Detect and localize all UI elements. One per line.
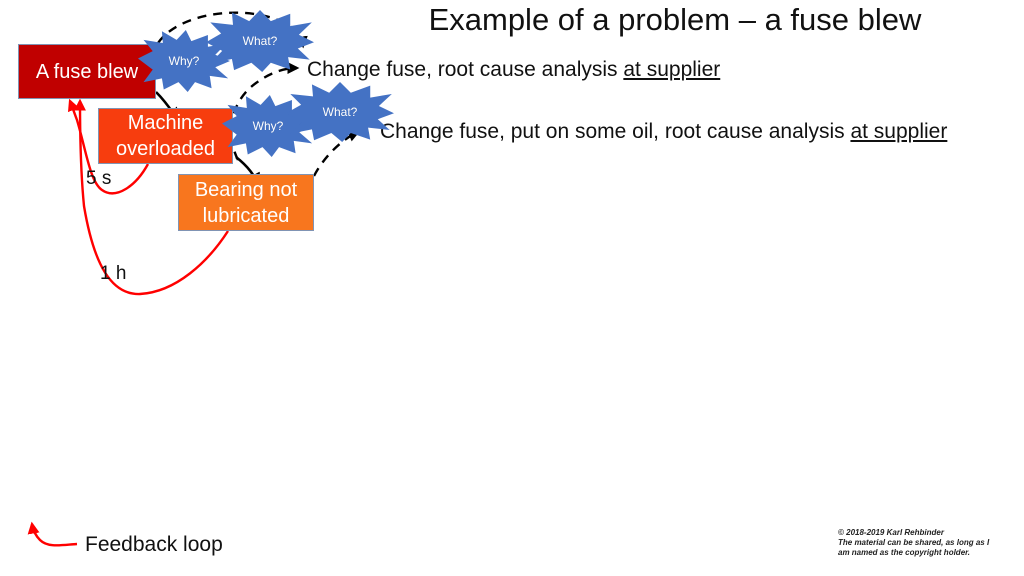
action-text-1: Change fuse, root cause analysis at supp… <box>307 57 720 83</box>
copyright-line-1: © 2018-2019 Karl Rehbinder <box>838 528 944 537</box>
cause-box-machine-overloaded[interactable]: Machine overloaded <box>98 108 233 164</box>
feedback-loop-label-1h: 1 h <box>100 263 127 284</box>
legend-label: Feedback loop <box>85 533 223 556</box>
starburst-what-2-label: What? <box>322 105 358 119</box>
feedback-loop-label-5s: 5 s <box>86 168 112 189</box>
action-text-2: Change fuse, put on some oil, root cause… <box>380 119 947 145</box>
legend-feedback-arrow <box>27 521 78 547</box>
copyright-line-2: The material can be shared, as long as I <box>838 538 990 547</box>
starburst-what-1-label: What? <box>242 34 278 48</box>
cause-box-fuse[interactable]: A fuse blew <box>18 44 156 99</box>
starburst-what-2[interactable]: What? <box>286 82 394 142</box>
slide-title: Example of a problem – a fuse blew <box>428 2 922 37</box>
action-text-1-emphasis: at supplier <box>623 58 721 81</box>
cause-box-bearing-not-lubricated[interactable]: Bearing not lubricated <box>178 174 314 231</box>
starburst-why-2-label: Why? <box>252 119 284 133</box>
starburst-icon <box>286 82 394 142</box>
action-text-2-emphasis: at supplier <box>850 120 948 143</box>
copyright-notice: © 2018-2019 Karl Rehbinder The material … <box>838 528 1018 558</box>
starburst-why-1[interactable]: Why? <box>138 30 230 92</box>
copyright-line-3: am named as the copyright holder. <box>838 548 971 557</box>
starburst-what-1[interactable]: What? <box>206 10 314 72</box>
cause-box-machine-label: Machine overloaded <box>116 112 215 160</box>
action-text-2-prefix: Change fuse, put on some oil, root cause… <box>380 120 851 143</box>
cause-box-bearing-label: Bearing not lubricated <box>194 178 298 227</box>
starburst-why-1-label: Why? <box>168 54 200 68</box>
action-text-1-prefix: Change fuse, root cause analysis <box>307 58 624 81</box>
cause-box-fuse-label: A fuse blew <box>35 60 139 83</box>
